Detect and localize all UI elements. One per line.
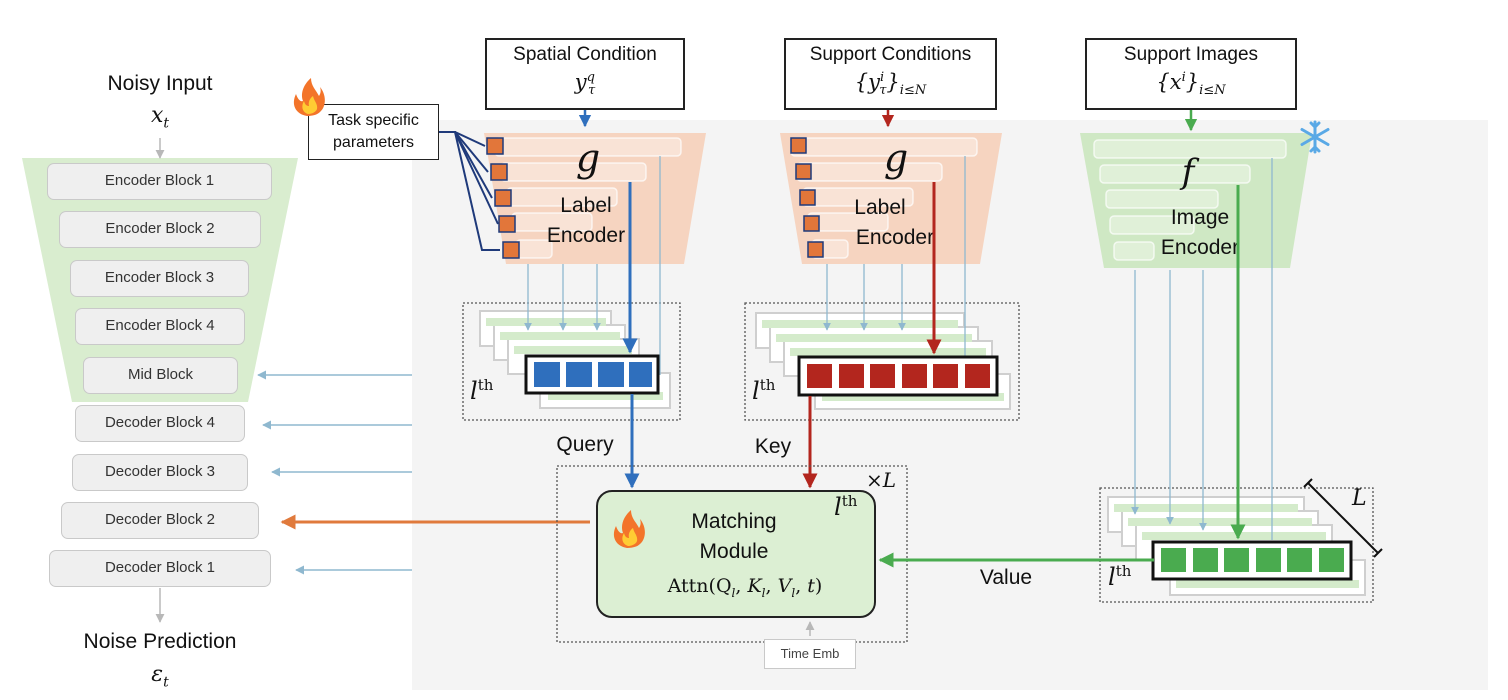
time-emb-box: Time Emb: [764, 639, 856, 669]
value-label: Value: [979, 566, 1033, 589]
support-encoder-symbol: g: [883, 136, 909, 180]
support-encoder-label1: Label: [854, 196, 906, 219]
image-encoder-label2: Encoder: [1160, 236, 1240, 259]
decoder-block-4: Decoder Block 4: [75, 405, 245, 442]
image-stack-L-label: L: [1352, 486, 1367, 511]
matching-module-line2: Module: [699, 540, 769, 563]
spatial-condition-box: Spatial Condition yqτ: [485, 38, 685, 110]
spatial-encoder-symbol: g: [575, 136, 601, 180]
matching-module-attn: Attn(Ql, Kl, Vl, t): [667, 575, 823, 600]
matching-layer-label: lth: [834, 492, 858, 521]
noisy-input-label: Noisy Input: [107, 72, 213, 95]
noise-prediction-symbol: εt: [151, 662, 169, 691]
image-encoder-label1: Image: [1170, 206, 1230, 229]
support-encoder-label2: Encoder: [855, 226, 935, 249]
support-conditions-box: Support Conditions {yiτ}i≤N: [784, 38, 997, 110]
spatial-encoder-label1: Label: [560, 194, 612, 217]
snowflake-icon: [1300, 120, 1330, 154]
support-images-box: Support Images {xi}i≤N: [1085, 38, 1297, 110]
support-layer-label: lth: [752, 376, 776, 405]
decoder-block-1: Decoder Block 1: [49, 550, 271, 587]
spatial-encoder-label2: Encoder: [546, 224, 626, 247]
noisy-input-symbol: xt: [150, 103, 170, 132]
mid-block: Mid Block: [83, 357, 238, 394]
query-label: Query: [556, 433, 614, 456]
fire-icon: [613, 510, 645, 548]
matching-module-line1: Matching: [691, 510, 777, 533]
matching-module: [596, 490, 876, 618]
noise-prediction-label: Noise Prediction: [83, 630, 237, 653]
decoder-block-2: Decoder Block 2: [61, 502, 259, 539]
fire-icon: [293, 78, 325, 116]
decoder-block-3: Decoder Block 3: [72, 454, 248, 491]
task-params-box: Task specific parameters: [308, 104, 439, 160]
spatial-layer-label: lth: [470, 376, 494, 405]
image-encoder-symbol: f: [1181, 152, 1195, 192]
matching-repeat-label: ×L: [866, 468, 897, 492]
image-layer-label: lth: [1108, 562, 1132, 591]
encoder-block-1: Encoder Block 1: [47, 163, 272, 200]
key-label: Key: [754, 435, 792, 458]
encoder-block-4: Encoder Block 4: [75, 308, 245, 345]
encoder-block-3: Encoder Block 3: [70, 260, 249, 297]
encoder-block-2: Encoder Block 2: [59, 211, 261, 248]
